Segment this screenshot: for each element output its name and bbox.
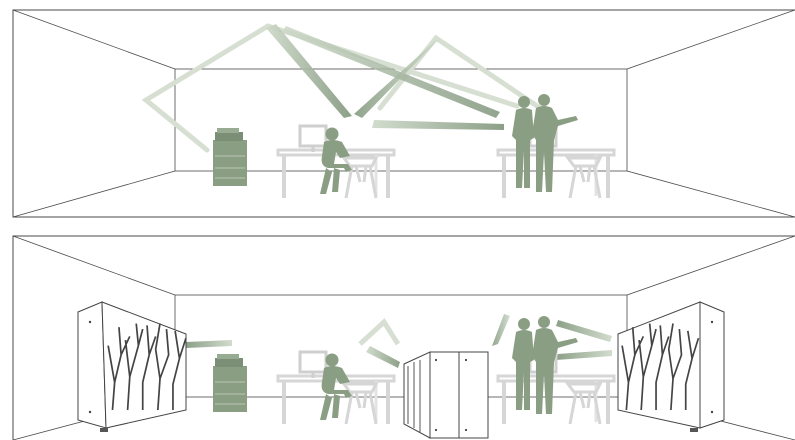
chair-icon (344, 158, 376, 198)
acoustic-screen-icon (618, 302, 724, 432)
acoustic-screen-icon (404, 352, 488, 438)
top-room-panel (13, 10, 795, 217)
top-sound-waves (266, 24, 504, 130)
monitor-icon (300, 352, 326, 378)
copier-icon (213, 128, 247, 186)
person-standing-icon (512, 316, 578, 414)
copier-icon (213, 354, 247, 412)
acoustic-screen-icon (78, 302, 186, 432)
top-room-frame (13, 10, 795, 217)
person-standing-icon (512, 94, 578, 192)
chair-icon (344, 384, 376, 424)
top-sound-reflections (146, 26, 540, 150)
monitor-icon (300, 126, 326, 152)
bottom-room-panel (13, 236, 795, 440)
